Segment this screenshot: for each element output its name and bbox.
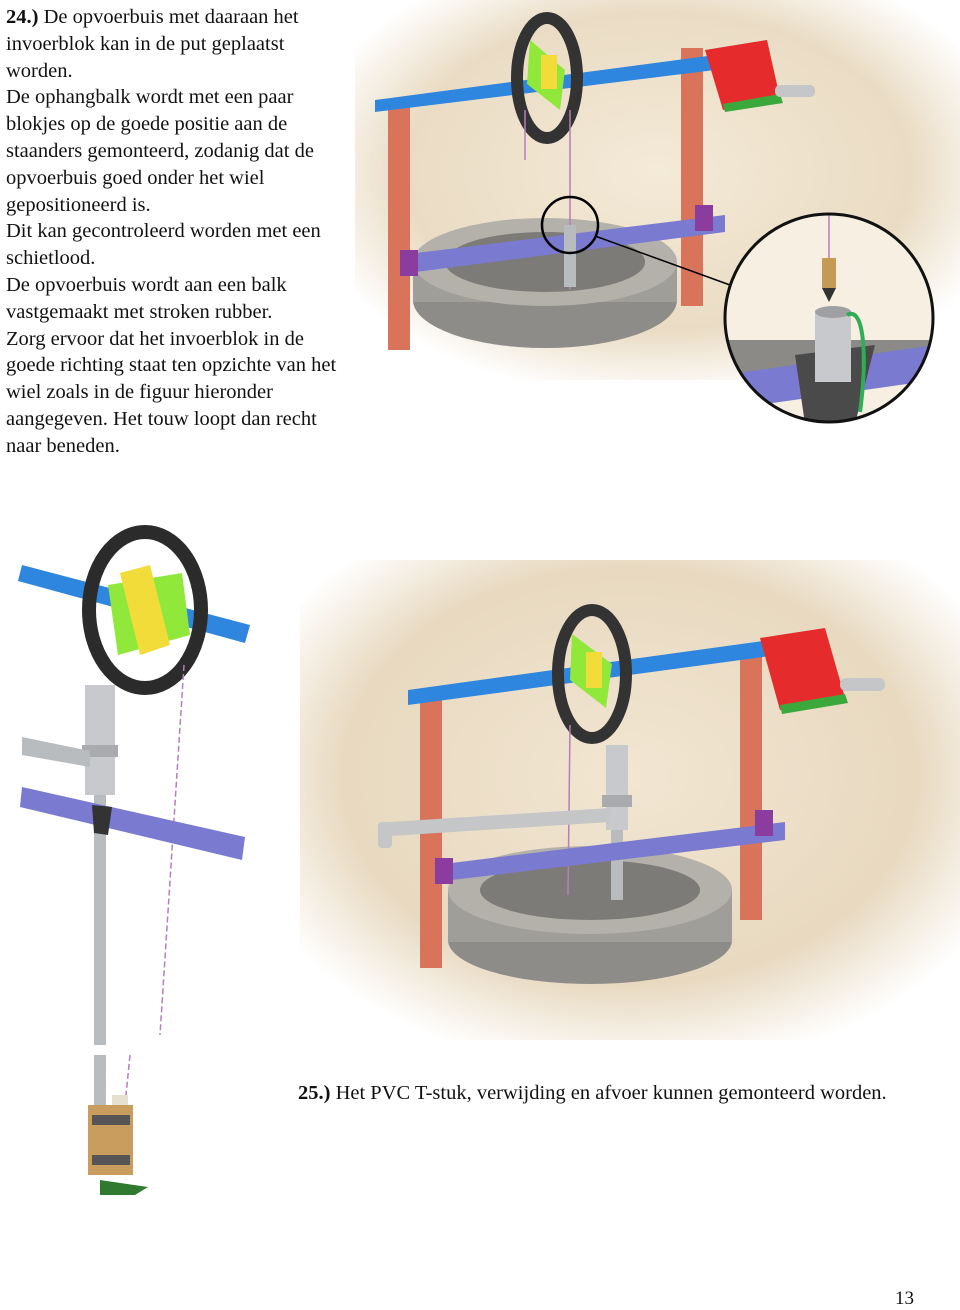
step-24-number: 24.) (6, 6, 39, 28)
red-plate (760, 628, 845, 710)
step-24-paragraph-1: 24.) De opvoerbuis met daaraan het invoe… (6, 6, 299, 82)
wheel-icon (552, 604, 632, 744)
plumb-bob-icon (822, 258, 836, 302)
inset-detail (725, 214, 933, 422)
wheel-icon (82, 525, 208, 695)
purple-beam (400, 215, 725, 274)
wheel-icon (511, 12, 583, 144)
right-post (681, 48, 703, 306)
step-24-paragraph-3: Dit kan gecontroleerd worden met een sch… (6, 220, 321, 270)
purple-beam (20, 787, 245, 860)
pipe-icon (564, 225, 576, 287)
magnifier-circle-icon (540, 195, 600, 255)
rope (567, 724, 571, 896)
rope (159, 664, 185, 1036)
step-24-text: 24.) De opvoerbuis met daaraan het invoe… (6, 4, 346, 460)
step-24-paragraph-4: De opvoerbuis wordt aan een balk vastgem… (6, 273, 287, 323)
step-25-number: 25.) (298, 1082, 331, 1104)
inlet-block-icon (88, 1095, 148, 1195)
purple-beam (435, 822, 785, 882)
left-post (388, 100, 410, 350)
figure-well-top (355, 0, 960, 424)
pipe-icon (22, 685, 118, 1105)
step-24-paragraph-5: Zorg ervoor dat het invoerblok in de goe… (6, 327, 337, 457)
step-25-body: Het PVC T-stuk, verwijding en afvoer kun… (330, 1082, 887, 1104)
page-number: 13 (895, 1288, 914, 1309)
figure-pipe-detail (18, 525, 250, 1195)
figure-well-t-pipe (300, 560, 960, 1040)
red-plate (705, 40, 780, 110)
step-25-text: 25.) Het PVC T-stuk, verwijding en afvoe… (298, 1080, 918, 1107)
step-24-paragraph-2: De ophangbalk wordt met een paar blokjes… (6, 86, 314, 216)
left-post (420, 700, 442, 968)
right-post (740, 645, 762, 920)
